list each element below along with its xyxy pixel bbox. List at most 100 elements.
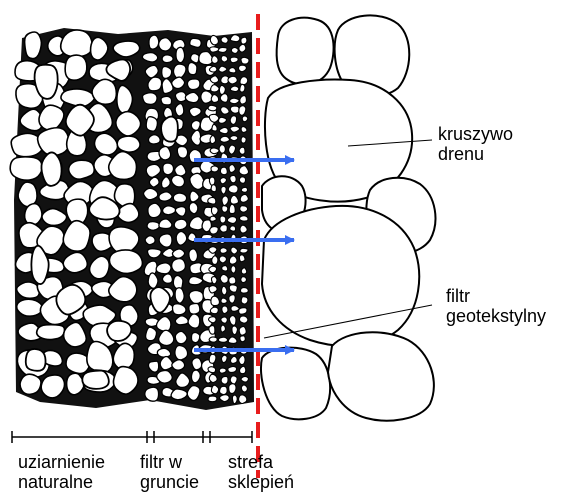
soil-grain — [210, 216, 216, 221]
soil-grain — [219, 117, 227, 123]
soil-grain — [211, 207, 218, 215]
soil-grain — [229, 285, 237, 292]
soil-grain — [146, 327, 157, 341]
label-natural-grading: uziarnienie naturalne — [18, 452, 105, 492]
soil-grain — [229, 165, 235, 173]
soil-grain — [239, 106, 246, 116]
soil-grain — [232, 326, 238, 335]
soil-grain — [144, 188, 158, 199]
soil-grain — [148, 135, 160, 144]
soil-grain — [221, 376, 228, 384]
soil-grain — [219, 145, 225, 153]
soil-grain — [157, 348, 170, 357]
soil-grain — [211, 296, 220, 305]
soil-grain — [176, 231, 187, 245]
soil-grain-zone — [10, 28, 254, 410]
soil-grain — [240, 336, 245, 342]
soil-grain — [175, 92, 186, 102]
label-soil-filter: filtr w gruncie — [140, 452, 199, 492]
soil-grain — [209, 266, 217, 272]
soil-grain — [211, 95, 218, 103]
label-geotextile-filter: filtr geotekstylny — [446, 286, 546, 326]
soil-grain — [241, 376, 249, 382]
soil-grain — [210, 307, 218, 314]
dimension-line — [12, 431, 252, 443]
soil-grain — [188, 314, 200, 328]
soil-grain — [220, 167, 227, 175]
soil-grain — [230, 116, 236, 125]
soil-grain — [229, 68, 236, 73]
soil-grain — [149, 35, 159, 49]
soil-grain — [241, 187, 247, 192]
soil-grain — [173, 193, 186, 202]
soil-grain — [10, 157, 42, 180]
soil-grain — [210, 47, 219, 52]
soil-grain — [161, 117, 178, 142]
soil-grain — [175, 104, 184, 116]
soil-grain — [240, 96, 247, 104]
soil-grain — [222, 196, 229, 205]
soil-grain — [82, 371, 109, 389]
soil-grain — [189, 291, 203, 304]
soil-grain — [162, 66, 172, 78]
soil-grain — [201, 91, 213, 103]
soil-grain — [208, 367, 216, 373]
soil-grain — [241, 268, 246, 274]
soil-grain — [159, 219, 172, 229]
soil-grain — [219, 368, 226, 373]
soil-grain — [65, 55, 87, 80]
soil-grain — [228, 337, 237, 343]
soil-grain — [162, 274, 172, 283]
soil-grain — [228, 76, 237, 84]
soil-grain — [61, 30, 93, 57]
soil-grain — [208, 396, 217, 402]
soil-grain — [146, 117, 157, 132]
soil-grain — [210, 136, 216, 144]
soil-grain — [221, 298, 227, 303]
label-drain-aggregate: kruszywo drenu — [438, 124, 513, 164]
soil-grain — [208, 198, 216, 205]
soil-grain — [241, 137, 246, 143]
soil-grain — [189, 249, 198, 262]
soil-grain — [211, 385, 218, 394]
soil-grain — [240, 194, 248, 202]
soil-grain — [191, 54, 200, 63]
soil-grain — [142, 93, 157, 105]
soil-grain — [232, 395, 237, 404]
label-arching-zone: strefa sklepień — [228, 452, 294, 492]
soil-grain — [209, 177, 215, 185]
soil-grain — [220, 216, 226, 223]
soil-grain — [227, 217, 236, 224]
soil-grain — [219, 256, 226, 263]
soil-grain — [162, 55, 173, 63]
soil-grain — [69, 160, 95, 179]
soil-grain — [212, 124, 217, 131]
soil-grain — [230, 35, 239, 42]
soil-grain — [148, 203, 161, 217]
soil-grain — [221, 56, 228, 62]
soil-grain — [230, 136, 238, 141]
soil-grain — [240, 77, 248, 85]
soil-grain — [242, 116, 248, 122]
soil-grain — [239, 216, 247, 221]
soil-grain — [240, 225, 247, 233]
soil-grain — [230, 106, 239, 113]
soil-grain — [212, 56, 219, 64]
soil-grain — [241, 37, 247, 44]
soil-grain — [210, 148, 219, 154]
soil-grain — [107, 321, 131, 341]
soil-grain — [221, 325, 226, 332]
soil-grain — [161, 177, 170, 188]
soil-grain — [239, 316, 247, 323]
soil-grain — [220, 136, 229, 142]
soil-grain — [221, 317, 228, 323]
soil-grain — [221, 355, 227, 362]
soil-grain — [176, 47, 185, 62]
soil-grain — [239, 308, 247, 315]
soil-grain — [230, 376, 237, 384]
soil-grain — [211, 166, 219, 172]
soil-grain — [162, 206, 175, 215]
soil-grain — [239, 44, 246, 52]
soil-grain — [189, 202, 198, 213]
